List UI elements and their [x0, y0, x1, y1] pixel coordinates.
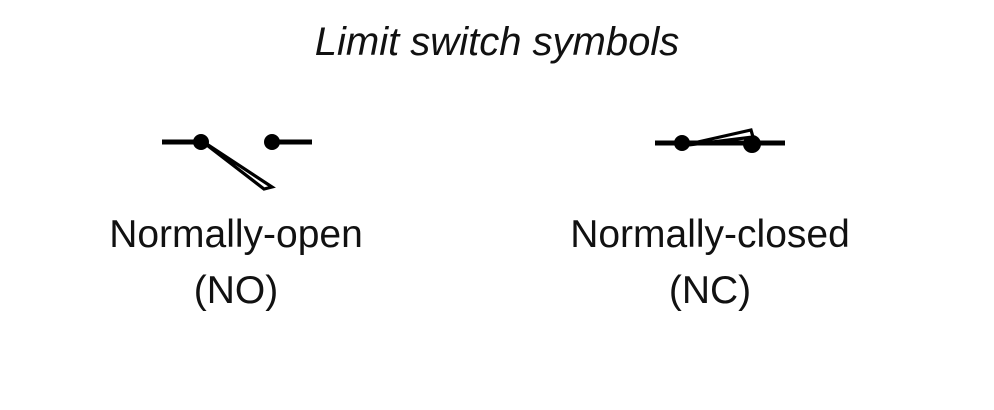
normally-open-label: Normally-open [109, 213, 363, 256]
symbol-normally-closed: Normally-closed (NC) [500, 108, 920, 338]
symbol-normally-open: Normally-open (NO) [26, 108, 446, 338]
normally-closed-label: Normally-closed [570, 213, 850, 256]
actuator-lever [198, 137, 276, 191]
normally-closed-abbreviation: (NC) [668, 269, 752, 312]
normally-open-schematic [26, 108, 446, 200]
left-terminal-dot [674, 135, 690, 151]
normally-closed-svg [655, 128, 785, 153]
actuator-lever [679, 128, 756, 148]
figure-title: Limit switch symbols [314, 20, 680, 64]
normally-open-svg [162, 134, 312, 191]
normally-closed-schematic [500, 108, 920, 200]
normally-open-abbreviation: (NO) [193, 269, 279, 312]
right-terminal-dot [743, 135, 761, 153]
